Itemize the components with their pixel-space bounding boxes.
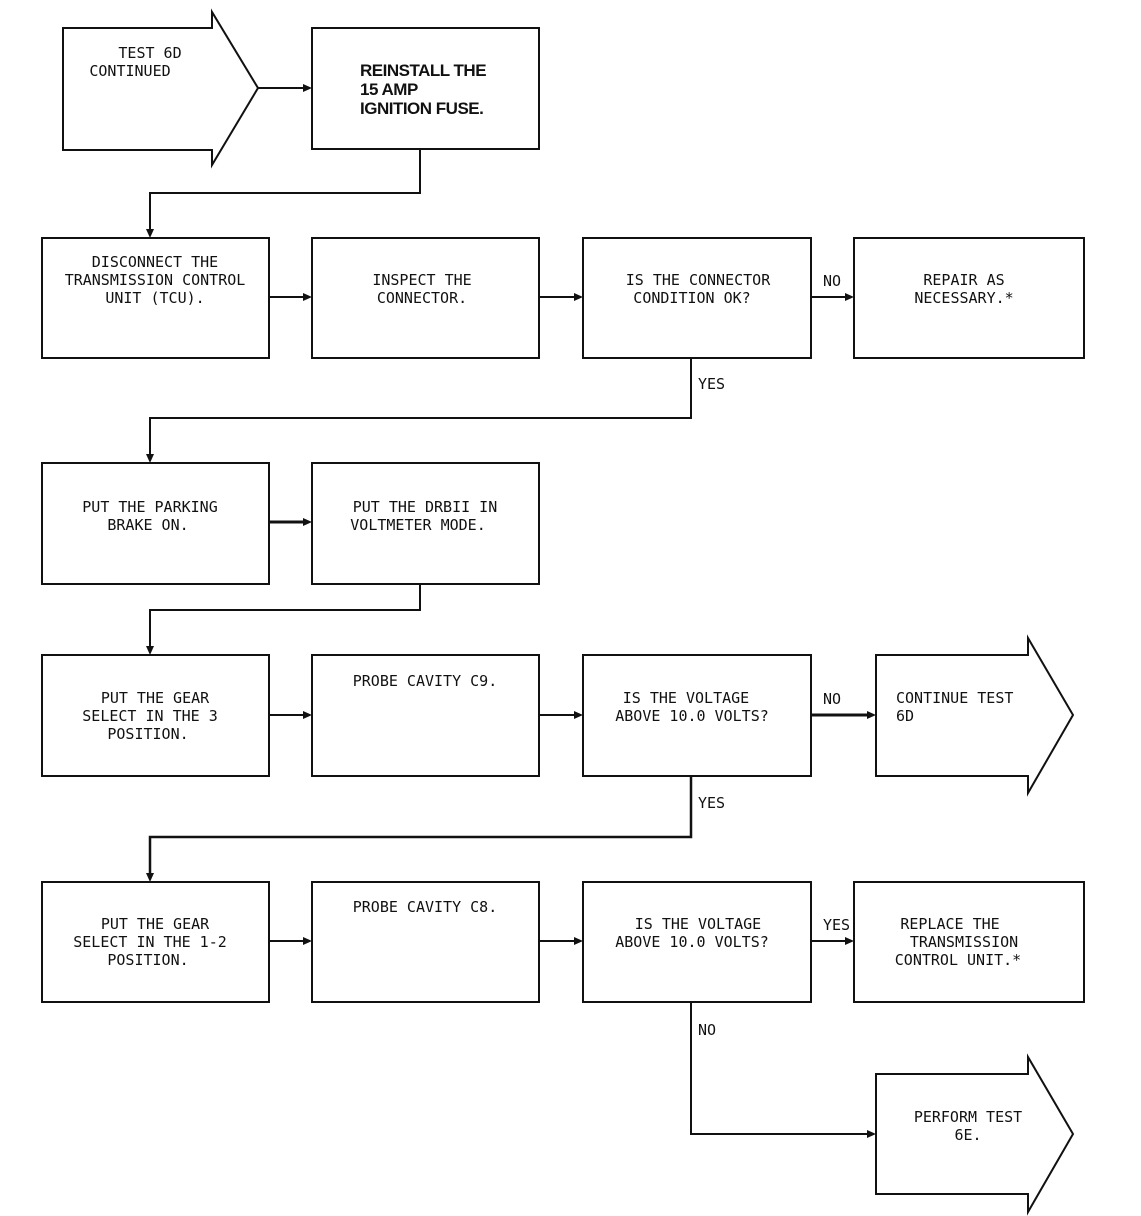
reinstall-fuse-line-1: REINSTALL THE bbox=[360, 61, 486, 80]
step-inspect-connector: INSPECT THE CONNECTOR. bbox=[311, 237, 540, 359]
drbii-line-1: PUT THE DRBII IN bbox=[353, 498, 498, 516]
connector-drbii-to-gear-3 bbox=[149, 584, 421, 648]
repair-line-2: NECESSARY.* bbox=[914, 289, 1013, 307]
continue-6d-line-2: 6D bbox=[896, 707, 914, 725]
drbii-line-2: VOLTMETER MODE. bbox=[350, 516, 485, 534]
replace-tcu-line-3: CONTROL UNIT.* bbox=[895, 951, 1021, 969]
entry-arrow-line-2: CONTINUED bbox=[89, 62, 170, 80]
connector-yes-to-parking-brake bbox=[149, 358, 692, 456]
gear-12-line-1: PUT THE GEAR bbox=[101, 915, 210, 933]
arrowhead bbox=[845, 937, 854, 945]
step-replace-tcu: REPLACE THE TRANSMISSION CONTROL UNIT.* bbox=[853, 881, 1085, 1003]
arrowhead bbox=[146, 454, 154, 463]
step-probe-c8: PROBE CAVITY C8. bbox=[311, 881, 540, 1003]
connector-ok-line-1: IS THE CONNECTOR bbox=[626, 271, 771, 289]
gear-3-line-3: POSITION. bbox=[107, 725, 188, 743]
connector-fuse-to-disconnect bbox=[149, 149, 421, 231]
exit-arrow-continue-6d: CONTINUE TEST 6D bbox=[875, 634, 1075, 797]
decision-voltage-c9: IS THE VOLTAGE ABOVE 10.0 VOLTS? bbox=[582, 654, 812, 777]
arrowhead bbox=[867, 711, 876, 719]
perform-6e-line-1: PERFORM TEST bbox=[914, 1108, 1022, 1126]
voltage-q2-line-1: IS THE VOLTAGE bbox=[635, 915, 761, 933]
arrowhead bbox=[303, 937, 312, 945]
gear-3-line-2: SELECT IN THE 3 bbox=[82, 707, 217, 725]
arrowhead bbox=[303, 84, 312, 92]
step-gear-select-3: PUT THE GEAR SELECT IN THE 3 POSITION. bbox=[41, 654, 270, 777]
perform-6e-line-2: 6E. bbox=[954, 1126, 981, 1144]
continue-6d-line-1: CONTINUE TEST bbox=[896, 689, 1013, 707]
entry-arrow-line-1: TEST 6D bbox=[118, 44, 181, 62]
arrowhead bbox=[146, 229, 154, 238]
arrowhead bbox=[845, 293, 854, 301]
gear-12-line-3: POSITION. bbox=[107, 951, 188, 969]
parking-brake-line-2: BRAKE ON. bbox=[107, 516, 188, 534]
connector-ok-line-2: CONDITION OK? bbox=[633, 289, 750, 307]
step-drbii-voltmeter: PUT THE DRBII IN VOLTMETER MODE. bbox=[311, 462, 540, 585]
replace-tcu-line-2: TRANSMISSION bbox=[910, 933, 1018, 951]
gear-12-line-2: SELECT IN THE 1-2 bbox=[73, 933, 227, 951]
step-parking-brake: PUT THE PARKING BRAKE ON. bbox=[41, 462, 270, 585]
edge-label-connector-yes: YES bbox=[698, 375, 725, 393]
arrowhead bbox=[303, 293, 312, 301]
arrowhead bbox=[146, 646, 154, 655]
inspect-connector-line-2: CONNECTOR. bbox=[377, 289, 467, 307]
decision-voltage-c8: IS THE VOLTAGE ABOVE 10.0 VOLTS? bbox=[582, 881, 812, 1003]
connector-voltage2-no bbox=[690, 1002, 869, 1135]
arrowhead bbox=[867, 1130, 876, 1138]
disconnect-tcu-line-1: DISCONNECT THE bbox=[92, 253, 218, 271]
step-repair-as-necessary: REPAIR AS NECESSARY.* bbox=[853, 237, 1085, 359]
entry-arrow-test-6d: TEST 6D CONTINUED bbox=[62, 8, 260, 169]
parking-brake-line-1: PUT THE PARKING bbox=[82, 498, 217, 516]
arrowhead bbox=[303, 518, 312, 526]
decision-connector-ok: IS THE CONNECTOR CONDITION OK? bbox=[582, 237, 812, 359]
arrowhead bbox=[303, 711, 312, 719]
step-disconnect-tcu: DISCONNECT THE TRANSMISSION CONTROL UNIT… bbox=[41, 237, 270, 359]
gear-3-line-1: PUT THE GEAR bbox=[101, 689, 210, 707]
reinstall-fuse-line-2: 15 AMP bbox=[360, 80, 418, 99]
disconnect-tcu-line-2: TRANSMISSION CONTROL bbox=[65, 271, 246, 289]
connectors: NO YES NO YES YES bbox=[146, 84, 876, 1138]
edge-label-voltage1-no: NO bbox=[823, 690, 841, 708]
probe-c9-line-1: PROBE CAVITY C9. bbox=[353, 672, 498, 690]
edge-label-voltage2-yes: YES bbox=[823, 916, 850, 934]
step-probe-c9: PROBE CAVITY C9. bbox=[311, 654, 540, 777]
replace-tcu-line-1: REPLACE THE bbox=[900, 915, 999, 933]
inspect-connector-line-1: INSPECT THE bbox=[372, 271, 471, 289]
arrowhead bbox=[574, 711, 583, 719]
edge-label-connector-no: NO bbox=[823, 272, 841, 290]
arrowhead bbox=[574, 293, 583, 301]
voltage-q2-line-2: ABOVE 10.0 VOLTS? bbox=[615, 933, 769, 951]
step-gear-select-1-2: PUT THE GEAR SELECT IN THE 1-2 POSITION. bbox=[41, 881, 270, 1003]
voltage-q1-line-1: IS THE VOLTAGE bbox=[623, 689, 749, 707]
reinstall-fuse-line-3: IGNITION FUSE. bbox=[360, 99, 483, 118]
probe-c8-line-1: PROBE CAVITY C8. bbox=[353, 898, 498, 916]
arrowhead bbox=[574, 937, 583, 945]
repair-line-1: REPAIR AS bbox=[923, 271, 1004, 289]
disconnect-tcu-line-3: UNIT (TCU). bbox=[105, 289, 204, 307]
edge-label-voltage1-yes: YES bbox=[698, 794, 725, 812]
edge-label-voltage2-no: NO bbox=[698, 1021, 716, 1039]
connector-voltage1-yes bbox=[148, 776, 693, 875]
step-reinstall-fuse: REINSTALL THE 15 AMP IGNITION FUSE. bbox=[311, 27, 540, 150]
arrowhead bbox=[146, 873, 154, 882]
exit-arrow-perform-6e: PERFORM TEST 6E. bbox=[875, 1053, 1075, 1216]
voltage-q1-line-2: ABOVE 10.0 VOLTS? bbox=[615, 707, 769, 725]
